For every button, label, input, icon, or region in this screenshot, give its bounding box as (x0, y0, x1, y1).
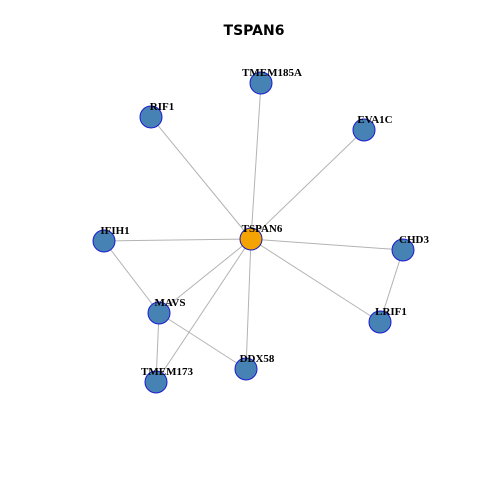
node-circle-tmem185a (249, 71, 273, 95)
node-label-eva1c: EVA1C (357, 114, 392, 126)
node-label-mavs: MAVS (155, 297, 186, 309)
edge-chd3-lrif1 (379, 249, 404, 323)
node-eva1c: EVA1C (352, 114, 393, 142)
edge-tspan6-ifih1 (103, 238, 252, 242)
node-ddx58: DDX58 (234, 353, 275, 381)
node-circle-tmem173 (144, 370, 168, 394)
edge-ifih1-mavs (103, 240, 160, 314)
node-circle-mavs (147, 301, 171, 325)
node-circle-rif1 (139, 105, 163, 129)
node-label-ifih1: IFIH1 (100, 225, 129, 237)
node-label-tmem173: TMEM173 (141, 366, 193, 378)
edge-tspan6-mavs (158, 238, 252, 314)
edge-mavs-tmem173 (155, 312, 160, 383)
edge-tspan6-rif1 (150, 116, 252, 240)
node-circle-tspan6 (239, 227, 263, 251)
node-label-ddx58: DDX58 (240, 353, 275, 365)
node-circle-eva1c (352, 118, 376, 142)
edges-layer (103, 82, 404, 383)
node-circle-lrif1 (368, 310, 392, 334)
edge-tspan6-lrif1 (250, 238, 381, 323)
node-label-chd3: CHD3 (399, 234, 429, 246)
node-tmem185a: TMEM185A (242, 67, 302, 95)
edge-tspan6-tmem185a (250, 82, 262, 240)
node-circle-ddx58 (234, 357, 258, 381)
edge-tspan6-eva1c (250, 129, 365, 240)
edge-tspan6-tmem173 (155, 238, 252, 383)
node-label-tspan6: TSPAN6 (242, 223, 283, 235)
node-label-rif1: RIF1 (150, 101, 174, 113)
node-label-tmem185a: TMEM185A (242, 67, 302, 79)
node-lrif1: LRIF1 (368, 306, 407, 334)
edge-tspan6-ddx58 (245, 238, 252, 370)
node-circle-ifih1 (92, 229, 116, 253)
node-rif1: RIF1 (139, 101, 174, 129)
node-mavs: MAVS (147, 297, 186, 325)
edge-tspan6-chd3 (250, 238, 404, 251)
node-ifih1: IFIH1 (92, 225, 130, 253)
node-label-lrif1: LRIF1 (375, 306, 407, 318)
graph-title: TSPAN6 (224, 23, 285, 39)
node-circle-chd3 (391, 238, 415, 262)
node-tspan6: TSPAN6 (239, 223, 283, 251)
edge-mavs-ddx58 (158, 312, 247, 370)
node-chd3: CHD3 (391, 234, 429, 262)
node-tmem173: TMEM173 (141, 366, 193, 394)
